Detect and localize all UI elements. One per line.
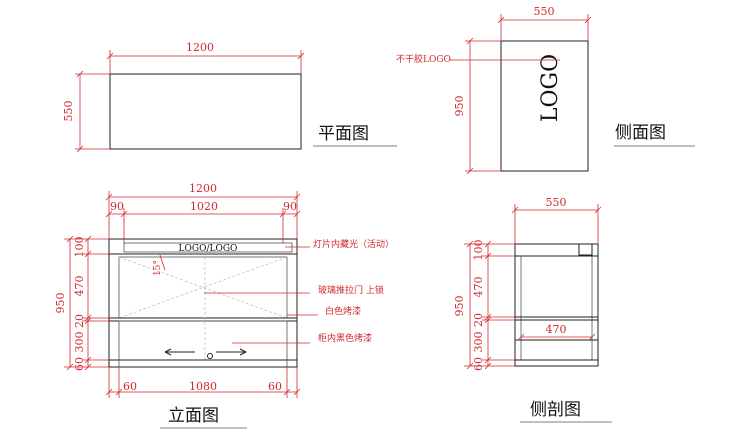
front-light-box (123, 242, 293, 253)
section-light-box (578, 243, 593, 256)
section-height-3: 20 (472, 313, 485, 327)
side-view: 550 950 LOGO 不干胶LOGO 侧面图 (396, 5, 695, 175)
front-height-1: 100 (73, 237, 86, 258)
front-view: LOGO/LOGO 15° 1200 90 1020 90 60 1080 60 (54, 182, 394, 429)
section-inner-width-label: 470 (546, 323, 567, 336)
front-lock-icon (207, 353, 213, 359)
front-note-white: 白色烤漆 (325, 305, 361, 317)
front-total-width-label: 1200 (189, 182, 217, 195)
section-view-title: 侧剖图 (530, 400, 581, 420)
front-left-margin-label: 90 (110, 200, 124, 213)
section-width-label: 550 (546, 196, 567, 209)
front-bottom-right-label: 60 (268, 380, 282, 393)
section-height-1: 100 (472, 240, 485, 261)
front-height-label: 950 (54, 293, 67, 314)
front-bottom-left-label: 60 (123, 380, 137, 393)
front-angle-label: 15° (153, 260, 163, 276)
side-outline (500, 40, 589, 172)
front-height-2: 470 (73, 276, 86, 297)
plan-view-title: 平面图 (318, 124, 369, 144)
side-view-title: 侧面图 (615, 123, 666, 143)
side-width-label: 550 (534, 5, 555, 18)
plan-view: 1200 550 平面图 (62, 41, 397, 153)
section-height-5: 60 (472, 357, 485, 371)
front-height-3: 20 (73, 314, 86, 328)
section-outline (514, 243, 599, 367)
front-height-4: 300 (73, 332, 86, 353)
front-inner-width-label: 1020 (190, 200, 218, 213)
front-note-light: 灯片内藏光（活动） (313, 238, 394, 250)
plan-width-label: 1200 (186, 41, 214, 54)
front-logo-text: LOGO/LOGO (179, 244, 238, 254)
front-bottom-width-label: 1080 (189, 380, 217, 393)
front-right-margin-label: 90 (283, 200, 297, 213)
side-height-label: 950 (453, 96, 466, 117)
section-height-label: 950 (453, 296, 466, 317)
section-view: 470 550 950 100 470 20 300 60 侧剖图 (453, 196, 612, 423)
front-note-black: 柜内黑色烤漆 (318, 332, 372, 344)
front-height-5: 60 (73, 357, 86, 371)
front-note-glass: 玻璃推拉门 上锁 (318, 284, 384, 296)
front-lower-cabinet (118, 320, 288, 361)
front-view-title: 立面图 (168, 406, 219, 426)
plan-depth-label: 550 (62, 101, 75, 122)
section-height-4: 300 (472, 332, 485, 353)
side-logo-text: LOGO (538, 54, 563, 122)
front-outline (108, 238, 298, 368)
side-logo-note: 不干胶LOGO (396, 53, 451, 65)
section-height-2: 470 (472, 277, 485, 298)
plan-outline (109, 73, 302, 150)
